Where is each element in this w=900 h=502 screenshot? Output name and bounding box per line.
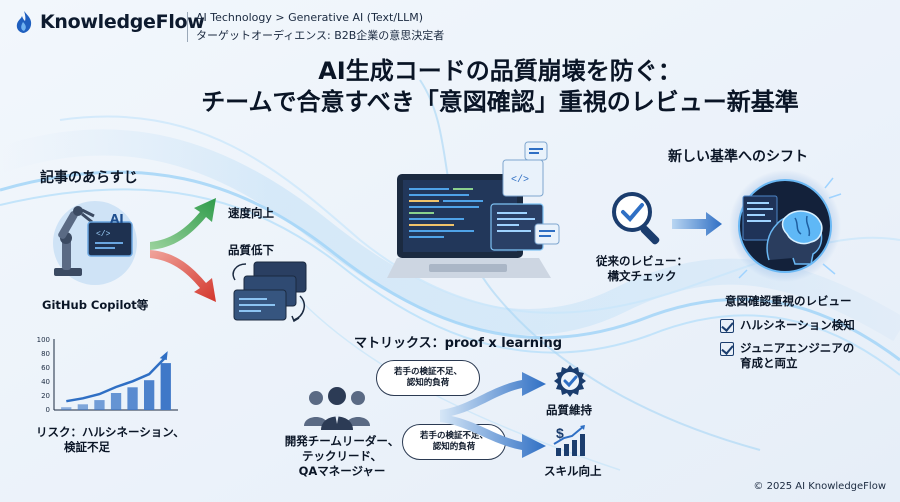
old-review-label: 従来のレビュー： 構文チェック: [592, 254, 692, 284]
target-audience: ターゲットオーディエンス: B2B企業の意思決定者: [196, 29, 445, 42]
matrix-heading: マトリックス：proof x learning: [354, 336, 563, 351]
bar-chart-plot: [53, 339, 178, 411]
quality-down-arrow: [150, 250, 216, 302]
check-item-junior-growth: ジュニアエンジニアの 育成と両立: [720, 341, 855, 371]
bubble-2-line-1: 若手の検証不足、: [419, 431, 488, 441]
breadcrumb[interactable]: AI Technology > Generative AI (Text/LLM): [196, 11, 424, 24]
team-line-3: QAマネージャー: [298, 464, 386, 478]
robot-label: GitHub Copilot等: [42, 298, 149, 312]
branch-arrows: [150, 198, 216, 302]
trend-arrow-line: [66, 356, 167, 403]
y-tick-label: 40: [41, 378, 50, 386]
y-tick-label: 100: [36, 336, 50, 344]
chart-bar: [77, 404, 88, 410]
title-line-1: AI生成コードの品質崩壊を防ぐ：: [318, 57, 682, 85]
check-item-hallucination: ハルシネーション検知: [720, 318, 855, 333]
chart-bar: [61, 407, 72, 410]
shift-heading: 新しい基準へのシフト: [668, 149, 808, 165]
chart-bar: [144, 380, 155, 410]
gear-check-icon: [554, 365, 586, 397]
bubble-1-line-1: 若手の検証不足、: [393, 367, 462, 377]
check-item-label: ジュニアエンジニアの: [740, 341, 855, 355]
title-line-2: チームで合意すべき「意図確認」重視のレビュー新基準: [201, 88, 799, 116]
header-divider: [187, 12, 188, 42]
svg-text:</>: </>: [511, 174, 529, 186]
copyright-footer: © 2025 AI KnowledgeFlow: [753, 481, 886, 492]
chart-bar: [94, 400, 105, 410]
outcome-arrows: [440, 372, 546, 458]
summary-heading: 記事のあらすじ: [40, 170, 138, 186]
svg-text:$: $: [556, 425, 564, 441]
page-title: AI生成コードの品質崩壊を防ぐ： チームで合意すべき「意図確認」重視のレビュー新…: [140, 56, 860, 118]
trend-arrow-head: [159, 351, 168, 361]
y-tick-label: 0: [45, 406, 50, 414]
bubble-1-line-2: 認知的負荷: [406, 378, 450, 388]
skill-growth-icon: $: [553, 425, 585, 456]
checkbox-checked-icon: [720, 342, 734, 356]
chart-bar: [110, 393, 122, 410]
code-windows-icon: [232, 261, 307, 323]
shift-arrow-icon: [672, 212, 722, 236]
risk-line-1: リスク：ハルシネーション、: [36, 425, 185, 439]
outcome-arrow-quality: [440, 372, 546, 418]
speed-up-arrow: [150, 198, 216, 250]
laptop-code-icon: </>: [387, 141, 560, 278]
old-review-line-2: 構文チェック: [607, 269, 677, 283]
bubble-2-line-2: 認知的負荷: [432, 442, 476, 452]
check-item-label: ハルシネーション検知: [740, 318, 855, 332]
outcome-skill-label: スキル向上: [544, 464, 602, 478]
checkbox-checked-icon: [720, 319, 734, 333]
new-review-label: 意図確認重視のレビュー: [725, 294, 852, 308]
thought-bubble-2: 若手の検証不足、 認知的負荷: [402, 424, 506, 460]
check-item-label-2: 育成と両立: [740, 356, 798, 370]
y-tick-label: 20: [41, 392, 50, 400]
team-line-1: 開発チームリーダー、: [284, 434, 400, 448]
brain-ai-icon: [729, 170, 842, 282]
team-line-2: テックリード、: [301, 449, 383, 463]
chart-bar: [160, 363, 171, 410]
robot-ai-tag: AI: [110, 212, 124, 226]
robot-arm-icon: </>: [53, 201, 137, 285]
speed-up-label: 速度向上: [228, 206, 274, 220]
magnifier-check-icon: [612, 192, 660, 245]
brand-name: KnowledgeFlow: [40, 11, 205, 33]
chart-bar: [127, 387, 138, 410]
outcome-arrow-skill: [440, 414, 546, 458]
outcome-quality-label: 品質維持: [546, 403, 592, 417]
quality-down-label: 品質低下: [228, 243, 274, 257]
y-tick-label: 60: [41, 364, 50, 372]
brand-logo[interactable]: KnowledgeFlow: [14, 10, 205, 34]
risk-label: リスク：ハルシネーション、 検証不足: [36, 425, 185, 455]
thought-bubble-1: 若手の検証不足、 認知的負荷: [376, 360, 480, 396]
check-list: ハルシネーション検知 ジュニアエンジニアの 育成と両立: [720, 318, 855, 371]
team-people-icon: [304, 387, 370, 430]
risk-bar-chart: 100 80 60 40 20 0: [30, 336, 180, 422]
risk-line-2: 検証不足: [64, 440, 110, 454]
y-tick-label: 80: [41, 350, 50, 358]
flame-logo-icon: [16, 11, 32, 33]
old-review-line-1: 従来のレビュー：: [596, 254, 688, 268]
team-label: 開発チームリーダー、 テックリード、 QAマネージャー: [282, 434, 402, 479]
svg-text:</>: </>: [96, 230, 111, 239]
